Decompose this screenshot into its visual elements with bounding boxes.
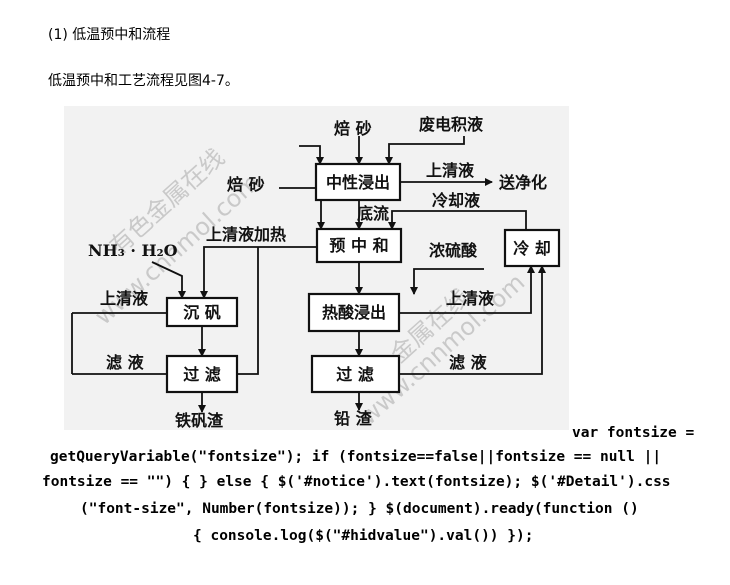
box-filter-right: 过 滤 [310, 354, 401, 394]
code-line: var fontsize = [572, 425, 695, 441]
label-ammonia: NH₃ · H₂O [88, 241, 178, 260]
code-line: getQueryVariable("fontsize"); if (fontsi… [50, 449, 662, 465]
svg-text:沉 矾: 沉 矾 [183, 303, 221, 322]
label-supernatant-top: 上清液 [426, 161, 475, 180]
label-filtrate-right: 滤 液 [449, 353, 488, 372]
svg-text:热酸浸出: 热酸浸出 [322, 303, 386, 322]
watermark: 有色金属在线 www.cnnmol.com 有色金属在线 www.cnnmol.… [89, 143, 530, 430]
label-supernatant-left: 上清液 [100, 289, 149, 308]
svg-text:冷 却: 冷 却 [513, 239, 551, 258]
process-flow-diagram: 有色金属在线 www.cnnmol.com 有色金属在线 www.cnnmol.… [64, 106, 569, 430]
label-calcine-mid: 焙 砂 [227, 175, 265, 194]
box-hot-acid-leach: 热酸浸出 [307, 292, 401, 333]
label-jarosite-residue: 铁矾渣 [175, 411, 224, 430]
box-cooling: 冷 却 [503, 228, 561, 268]
label-supernatant-right: 上清液 [446, 289, 495, 308]
svg-text:过 滤: 过 滤 [336, 365, 374, 384]
label-calcine-top: 焙 砂 [334, 119, 372, 138]
box-filter-left: 过 滤 [165, 354, 239, 394]
label-conc-sulfuric: 浓硫酸 [429, 241, 478, 260]
label-coolant: 冷却液 [432, 191, 481, 210]
svg-text:www.cnnmol.com: www.cnnmol.com [354, 268, 530, 430]
svg-text:预 中 和: 预 中 和 [329, 236, 388, 255]
label-underflow: 底流 [357, 204, 389, 223]
label-supernatant-heat: 上清液加热 [206, 225, 286, 244]
code-line: ("font-size", Number(fontsize)); } $(doc… [80, 501, 639, 517]
label-waste-electrolyte: 废电积液 [419, 115, 484, 134]
svg-text:过 滤: 过 滤 [183, 365, 221, 384]
box-neutral-leach: 中性浸出 [314, 162, 402, 202]
section-heading: (1) 低温预中和流程 [48, 27, 171, 43]
label-lead-residue: 铅 渣 [334, 409, 373, 428]
label-to-purification: 送净化 [498, 173, 547, 192]
label-filtrate-left: 滤 液 [106, 353, 145, 372]
box-pre-neutralize: 预 中 和 [315, 227, 403, 264]
code-line: fontsize == "") { } else { $('#notice').… [42, 474, 671, 490]
svg-text:中性浸出: 中性浸出 [326, 173, 390, 192]
code-line: { console.log($("#hidvalue").val()) }); [193, 528, 534, 544]
box-jarosite-precipitation: 沉 矾 [165, 296, 239, 328]
flow-arrows [71, 136, 546, 413]
intro-paragraph: 低温预中和工艺流程见图4-7。 [48, 73, 239, 89]
